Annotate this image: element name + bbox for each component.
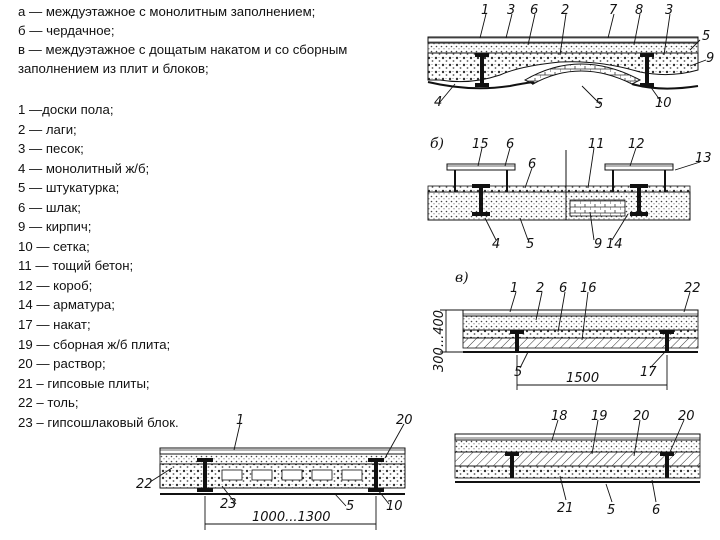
- diagram-b-attic-floor: б) 15 6 11 12 6 13 4 5 9 14: [427, 136, 712, 252]
- label-20: 20: [678, 409, 695, 424]
- label-5: 5: [526, 237, 534, 252]
- label-20: 20: [633, 409, 650, 424]
- label-22: 22: [684, 281, 701, 296]
- label-18: 18: [551, 409, 568, 424]
- diagram-a-monolithic-floor: 1 3 6 2 7 8 3 5 9 4 5 10: [427, 3, 714, 112]
- diagram-c-plank-deck-floor: в) 300...400 1500 1 2 6 16 22 5 17: [432, 270, 701, 390]
- legend-item: 12 — короб;: [18, 277, 93, 293]
- label-10: 10: [386, 499, 403, 514]
- label-1: 1: [236, 413, 244, 428]
- diagram-c-tag: в): [455, 270, 469, 286]
- legend-item: 10 — сетка;: [18, 238, 90, 254]
- label-2: 2: [536, 281, 544, 296]
- label-11: 11: [588, 137, 605, 152]
- legend-item: 20 — раствор;: [18, 356, 106, 372]
- caption-line: в — междуэтажное с дощатым накатом и со …: [18, 42, 348, 57]
- label-9: 9: [706, 51, 714, 66]
- label-1: 1: [481, 3, 489, 18]
- label-3: 3: [507, 3, 515, 18]
- dim-height: 300...400: [432, 310, 447, 372]
- diagram-d-gypsum-block-floor: 1000...1300 1 20 22 23 5 10: [136, 413, 413, 530]
- label-13: 13: [695, 151, 712, 166]
- label-4: 4: [434, 95, 442, 110]
- legend-item: 14 — арматура;: [18, 297, 115, 313]
- label-1: 1: [510, 281, 518, 296]
- label-16: 16: [580, 281, 597, 296]
- legend-item: 4 — монолитный ж/б;: [18, 160, 150, 176]
- caption-line: а — междуэтажное с монолитным заполнение…: [18, 4, 316, 19]
- caption-line: б — чердачное;: [18, 23, 115, 38]
- caption-line: заполнением из плит и блоков;: [18, 61, 209, 76]
- label-6: 6: [652, 503, 660, 518]
- label-5: 5: [595, 97, 603, 112]
- legend-item: 2 — лаги;: [18, 121, 77, 137]
- legend-item: 21 – гипсовые плиты;: [18, 375, 150, 391]
- legend-item: 1 —доски пола;: [18, 102, 114, 117]
- label-3: 3: [665, 3, 673, 18]
- label-20: 20: [396, 413, 413, 428]
- label-12: 12: [628, 137, 645, 152]
- label-4: 4: [492, 237, 500, 252]
- dim-span: 1500: [566, 371, 599, 386]
- label-6: 6: [530, 3, 538, 18]
- legend-item: 22 – толь;: [18, 395, 79, 411]
- label-2: 2: [561, 3, 569, 18]
- figure-caption: а — междуэтажное с монолитным заполнение…: [18, 2, 418, 78]
- label-6: 6: [559, 281, 567, 296]
- legend-item: 23 – гипсошлаковый блок.: [18, 414, 179, 430]
- legend-item: 11 — тощий бетон;: [18, 258, 134, 274]
- legend-item: 3 — песок;: [18, 141, 84, 157]
- label-19: 19: [591, 409, 608, 424]
- label-23: 23: [220, 497, 237, 512]
- legend-item: 9 — кирпич;: [18, 219, 92, 235]
- label-17: 17: [640, 365, 657, 380]
- dim-span: 1000...1300: [252, 510, 331, 525]
- diagram-e-precast-slab-floor: 18 19 20 20 21 5 6: [454, 409, 701, 518]
- label-21: 21: [557, 501, 574, 516]
- label-9: 9: [594, 237, 602, 252]
- legend-item: 6 — шлак;: [18, 199, 81, 215]
- legend-item: 5 — штукатурка;: [18, 180, 120, 196]
- label-14: 14: [606, 237, 623, 252]
- label-5: 5: [607, 503, 615, 518]
- legend-item: 19 — сборная ж/б плита;: [18, 336, 171, 352]
- label-6: 6: [528, 157, 536, 172]
- label-8: 8: [635, 3, 643, 18]
- diagram-b-tag: б): [430, 136, 444, 152]
- label-15: 15: [472, 137, 489, 152]
- legend-item: 17 — накат;: [18, 317, 91, 333]
- label-7: 7: [609, 3, 618, 18]
- label-5: 5: [514, 365, 522, 380]
- label-6: 6: [506, 137, 514, 152]
- label-5: 5: [346, 499, 354, 514]
- label-22: 22: [136, 477, 153, 492]
- legend-list: 1 —доски пола; 2 — лаги; 3 — песок; 4 — …: [18, 100, 278, 432]
- label-10: 10: [655, 96, 672, 111]
- label-5: 5: [702, 29, 710, 44]
